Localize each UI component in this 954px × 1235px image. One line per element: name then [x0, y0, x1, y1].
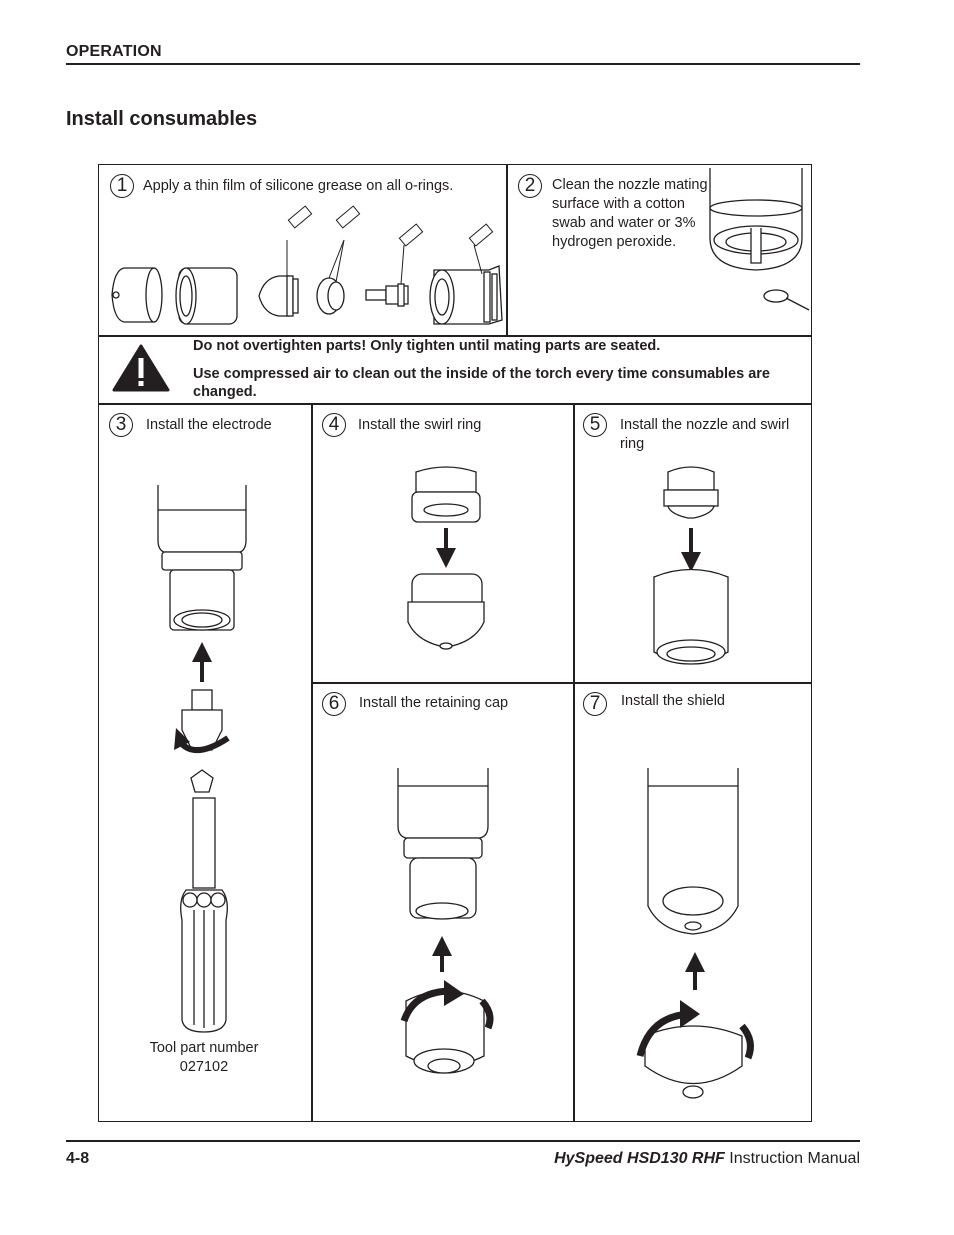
divider-col2 — [573, 403, 575, 1122]
step-2-illustration — [709, 168, 810, 311]
step-7-illustration — [636, 768, 754, 1099]
divider-row2 — [311, 682, 812, 684]
step-3-text: Install the electrode — [146, 417, 272, 433]
step-5-text: Install the nozzle and swirl ring — [620, 417, 790, 452]
header-rule — [66, 63, 860, 65]
step-4-text: Install the swirl ring — [358, 417, 482, 433]
tool-label: Tool part number — [149, 1040, 259, 1056]
step-1-number: 1 — [110, 174, 134, 198]
step-5-number: 5 — [583, 413, 607, 437]
step-3-number: 3 — [109, 413, 133, 437]
manual-title: HySpeed HSD130 RHF Instruction Manual — [554, 1150, 860, 1168]
step-1-illustration — [111, 205, 503, 325]
product-name: HySpeed HSD130 RHF — [554, 1150, 725, 1167]
step-4-number: 4 — [322, 413, 346, 437]
step-4-illustration — [407, 466, 485, 650]
warning-line-1: Do not overtighten parts! Only tighten u… — [193, 338, 661, 354]
divider-warning — [98, 403, 812, 405]
step-6-illustration — [397, 768, 494, 1074]
divider-col1 — [311, 403, 313, 1122]
section-header: OPERATION — [66, 43, 162, 60]
silicone-tube-icon — [287, 205, 494, 247]
divider-step1-2 — [506, 164, 508, 336]
arrow-up-icon — [192, 642, 212, 682]
step-6-number: 6 — [322, 692, 346, 716]
step-2-text: Clean the nozzle mating surface with a c… — [552, 177, 708, 250]
page-number: 4-8 — [66, 1150, 90, 1167]
document-name: Instruction Manual — [729, 1150, 860, 1167]
step-1-text: Apply a thin film of silicone grease on … — [143, 178, 454, 194]
step-7-text: Install the shield — [621, 693, 725, 709]
step-3-illustration — [157, 485, 247, 1033]
instruction-frame — [98, 164, 812, 1122]
divider-top — [98, 335, 812, 337]
step-6-text: Install the retaining cap — [359, 695, 509, 711]
warning-triangle-icon — [112, 344, 170, 392]
arrow-down-icon — [436, 528, 456, 568]
footer-rule — [66, 1140, 860, 1142]
step-2-number: 2 — [518, 174, 542, 198]
page-title: Install consumables — [66, 108, 258, 130]
warning-line-2: Use compressed air to clean out the insi… — [193, 366, 770, 400]
step-7-number: 7 — [583, 692, 607, 716]
tool-part-number: 027102 — [179, 1059, 229, 1075]
step-5-illustration — [653, 466, 729, 665]
